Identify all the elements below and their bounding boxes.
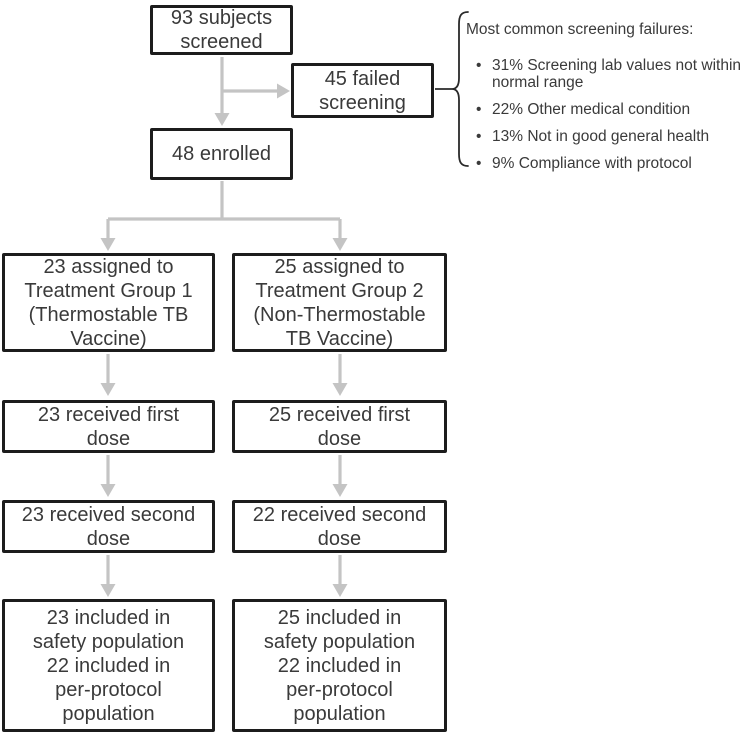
node-second-dose-group-1: 23 received second dose [2, 500, 215, 553]
annotation-title: Most common screening failures: [466, 21, 694, 38]
arrowhead-firstdose-g2-to-seconddose [332, 484, 348, 497]
arrowhead-screened-to-enrolled [214, 113, 230, 126]
annotation-bullet-other-medical: 22% Other medical condition [466, 101, 750, 118]
node-treatment-group-2: 25 assigned to Treatment Group 2 (Non-Th… [232, 253, 447, 352]
arrowhead-firstdose-g1-to-seconddose [100, 484, 116, 497]
node-first-dose-group-1: 23 received first dose [2, 400, 215, 453]
node-second-dose-group-2: 22 received second dose [232, 500, 447, 553]
annotation-bullet-compliance: 9% Compliance with protocol [466, 155, 750, 172]
curly-brace [451, 11, 469, 167]
screening-failures-annotation: Most common screening failures: 31% Scre… [466, 21, 750, 182]
arrowhead-split-group1 [100, 238, 116, 251]
arrowhead-screened-to-failed [277, 83, 290, 99]
annotation-bullet-lab-values: 31% Screening lab values not within norm… [466, 57, 750, 91]
node-populations-group-2: 25 included in safety population 22 incl… [232, 599, 447, 732]
arrowhead-seconddose-g1-to-final [100, 584, 116, 597]
node-populations-group-1: 23 included in safety population 22 incl… [2, 599, 215, 732]
node-failed-screening: 45 failed screening [291, 63, 434, 118]
arrowhead-split-group2 [332, 238, 348, 251]
arrow-enrolled-split [106, 181, 342, 238]
arrowhead-seconddose-g2-to-final [332, 584, 348, 597]
node-first-dose-group-2: 25 received first dose [232, 400, 447, 453]
arrowhead-group1-to-firstdose [100, 383, 116, 396]
arrowhead-group2-to-firstdose [332, 383, 348, 396]
node-subjects-screened: 93 subjects screened [150, 5, 293, 55]
node-enrolled: 48 enrolled [150, 128, 293, 180]
annotation-bullet-general-health: 13% Not in good general health [466, 128, 750, 145]
node-treatment-group-1: 23 assigned to Treatment Group 1 (Thermo… [2, 253, 215, 352]
